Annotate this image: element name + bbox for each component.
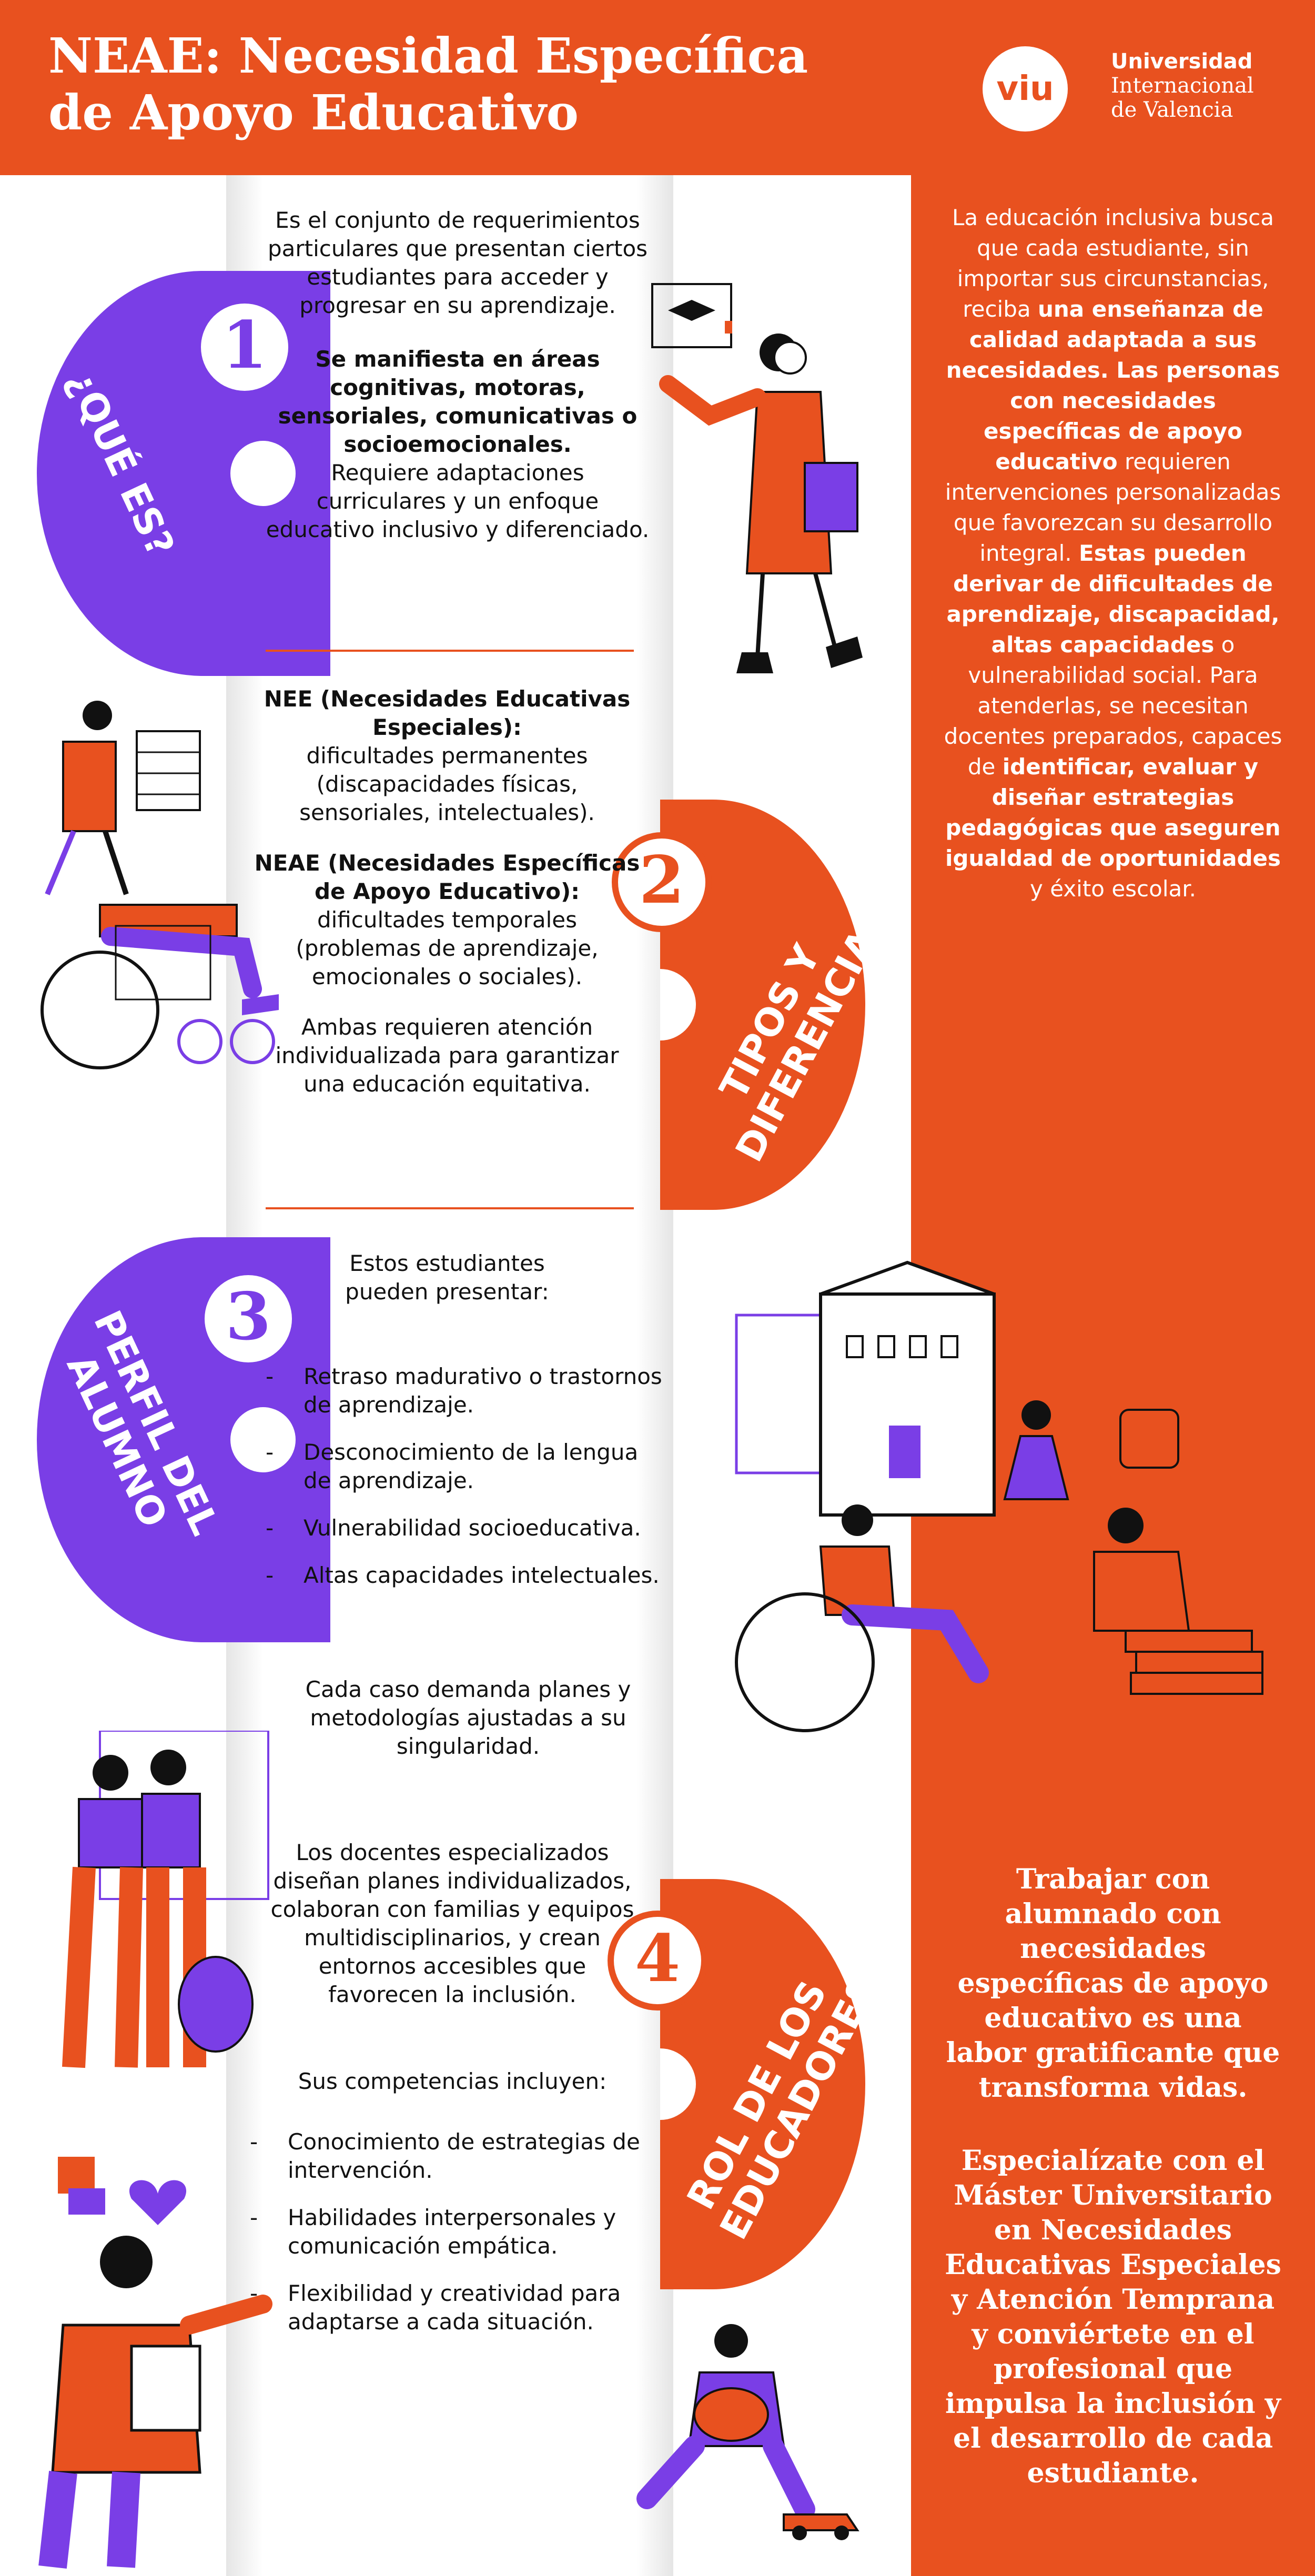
section3-list: Retraso madurativo o trastornos de apren… bbox=[266, 1362, 665, 1609]
divider-1 bbox=[266, 650, 634, 652]
university-name: Universidad Internacional de Valencia bbox=[1111, 49, 1254, 122]
divider-2 bbox=[266, 1207, 634, 1209]
reading-and-wheelchair-students-illustration bbox=[32, 694, 295, 1073]
students-with-theatre-masks-illustration bbox=[26, 1731, 279, 2088]
teacher-with-puzzle-and-heart-illustration bbox=[32, 2146, 295, 2576]
list-item: Conocimiento de estrategias de intervenc… bbox=[250, 2128, 650, 2185]
section4-intro: Sus competencias incluyen: bbox=[298, 2068, 607, 2094]
list-item: Habilidades interpersonales y comunicaci… bbox=[250, 2204, 650, 2260]
intro-paragraph: La educación inclusiva busca que cada es… bbox=[944, 205, 1282, 902]
section4-text: Los docentes especializados diseñan plan… bbox=[270, 1840, 634, 2007]
list-item: Vulnerabilidad socioeducativa. bbox=[266, 1514, 665, 1542]
section3-number-badge: 3 bbox=[198, 1269, 298, 1369]
school-building-and-students-illustration bbox=[726, 1252, 1304, 1752]
section4-number-badge: 4 bbox=[608, 1911, 707, 2011]
section3-closing: Cada caso demanda planes y metodologías … bbox=[305, 1676, 631, 1759]
section2-text: NEE (Necesidades Educativas Especiales):… bbox=[254, 686, 640, 1097]
list-item: Altas capacidades intelectuales. bbox=[266, 1561, 665, 1590]
teacher-with-graduation-cap-illustration bbox=[647, 279, 889, 689]
list-item: Flexibilidad y creatividad para adaptars… bbox=[250, 2279, 650, 2336]
section4-list: Conocimiento de estrategias de intervenc… bbox=[250, 2128, 650, 2355]
student-with-toy-car-illustration bbox=[626, 2309, 873, 2546]
section1-text: Es el conjunto de requerimientos particu… bbox=[266, 207, 650, 542]
list-item: Desconocimiento de la lengua de aprendiz… bbox=[266, 1438, 665, 1495]
list-item: Retraso madurativo o trastornos de apren… bbox=[266, 1362, 665, 1419]
master-cta: Especialízate con el Máster Universitari… bbox=[945, 2145, 1281, 2489]
viu-logo-icon: viu bbox=[983, 46, 1068, 132]
closing-statement: Trabajar con alumnado con necesidades es… bbox=[946, 1863, 1280, 2104]
section3-intro: Estos estudiantes pueden presentar: bbox=[345, 1250, 549, 1305]
header-bar bbox=[0, 0, 1315, 175]
